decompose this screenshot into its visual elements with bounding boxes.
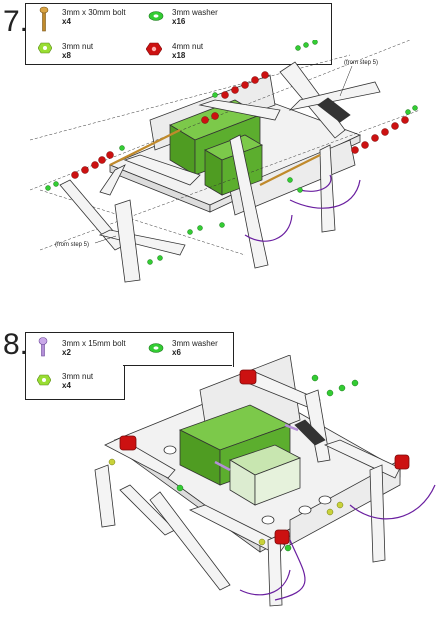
leg-link	[59, 179, 126, 251]
bolt-15mm	[214, 460, 231, 472]
part-label: 3mm nut	[62, 372, 94, 381]
servo-horn	[119, 435, 137, 451]
leg-link	[198, 99, 281, 121]
bolt-30mm-icon	[39, 6, 49, 32]
servo-horn	[239, 369, 257, 385]
nut-3mm-icon	[37, 374, 51, 386]
washer-row	[176, 374, 359, 552]
step-8-illustration	[94, 355, 436, 607]
part-qty: x18	[172, 51, 186, 60]
part-qty: x8	[62, 51, 71, 60]
bolt-15mm	[284, 423, 299, 432]
leg-link	[267, 534, 283, 607]
nut-3mm-icon	[38, 42, 52, 54]
washer-icon	[148, 11, 164, 21]
leg-link	[114, 199, 141, 283]
leg-link	[94, 464, 116, 528]
bolt-15mm-icon	[38, 337, 48, 357]
callout-from-step-5: (from step 5)	[344, 60, 378, 66]
part-qty: x16	[172, 17, 186, 26]
part-qty: x6	[172, 348, 181, 357]
leg-link	[99, 164, 126, 196]
step-8-number: 8.	[3, 328, 29, 361]
part-nut-3mm: 3mm nut x8	[62, 42, 172, 60]
bolt-30mm	[259, 154, 321, 186]
leg-link	[149, 491, 231, 591]
bolt-30mm	[109, 129, 181, 166]
part-qty: x4	[62, 17, 71, 26]
nut-3mm-row	[108, 458, 344, 546]
nut-4mm-row	[71, 71, 409, 179]
part-nut-3mm: 3mm nut x4	[62, 372, 122, 390]
part-bolt-30mm: 3mm x 30mm bolt x4	[62, 8, 172, 26]
part-washer: 3mm washer x16	[172, 8, 282, 26]
part-qty: x4	[62, 381, 71, 390]
servo-horn	[394, 454, 410, 470]
step-7-illustration: (from step 5) (from step 5)	[29, 40, 421, 283]
part-label: 3mm nut	[62, 42, 94, 51]
leg-link	[123, 154, 201, 186]
part-label: 4mm nut	[172, 42, 204, 51]
step-7-parts-box: 3mm x 30mm bolt x4 3mm washer x16 3mm nu…	[25, 3, 332, 65]
servo-motor	[229, 444, 301, 506]
leg-link	[288, 81, 381, 111]
washer-row	[45, 40, 418, 265]
leg-link	[229, 134, 269, 269]
part-label: 3mm washer	[172, 339, 218, 348]
leg-link-black	[294, 419, 326, 446]
leg-link-black	[317, 97, 351, 123]
part-label: 3mm washer	[172, 8, 218, 17]
servo-motor	[204, 134, 263, 196]
callout-from-step-5: (from step 5)	[55, 242, 89, 248]
nut-4mm-icon	[146, 42, 162, 56]
step-7-number: 7.	[3, 5, 29, 38]
part-label: 3mm x 30mm bolt	[62, 8, 126, 17]
step-8-parts-box	[25, 332, 234, 367]
leg-link	[369, 464, 386, 563]
leg-link	[319, 144, 336, 233]
part-label: 3mm x 15mm bolt	[62, 339, 126, 348]
part-washer: 3mm washer x6	[172, 339, 232, 357]
part-nut-4mm: 4mm nut x18	[172, 42, 282, 60]
part-bolt-15mm: 3mm x 15mm bolt x2	[62, 339, 162, 357]
washer-icon	[148, 343, 164, 353]
part-qty: x2	[62, 348, 71, 357]
servo-horn	[274, 529, 290, 545]
